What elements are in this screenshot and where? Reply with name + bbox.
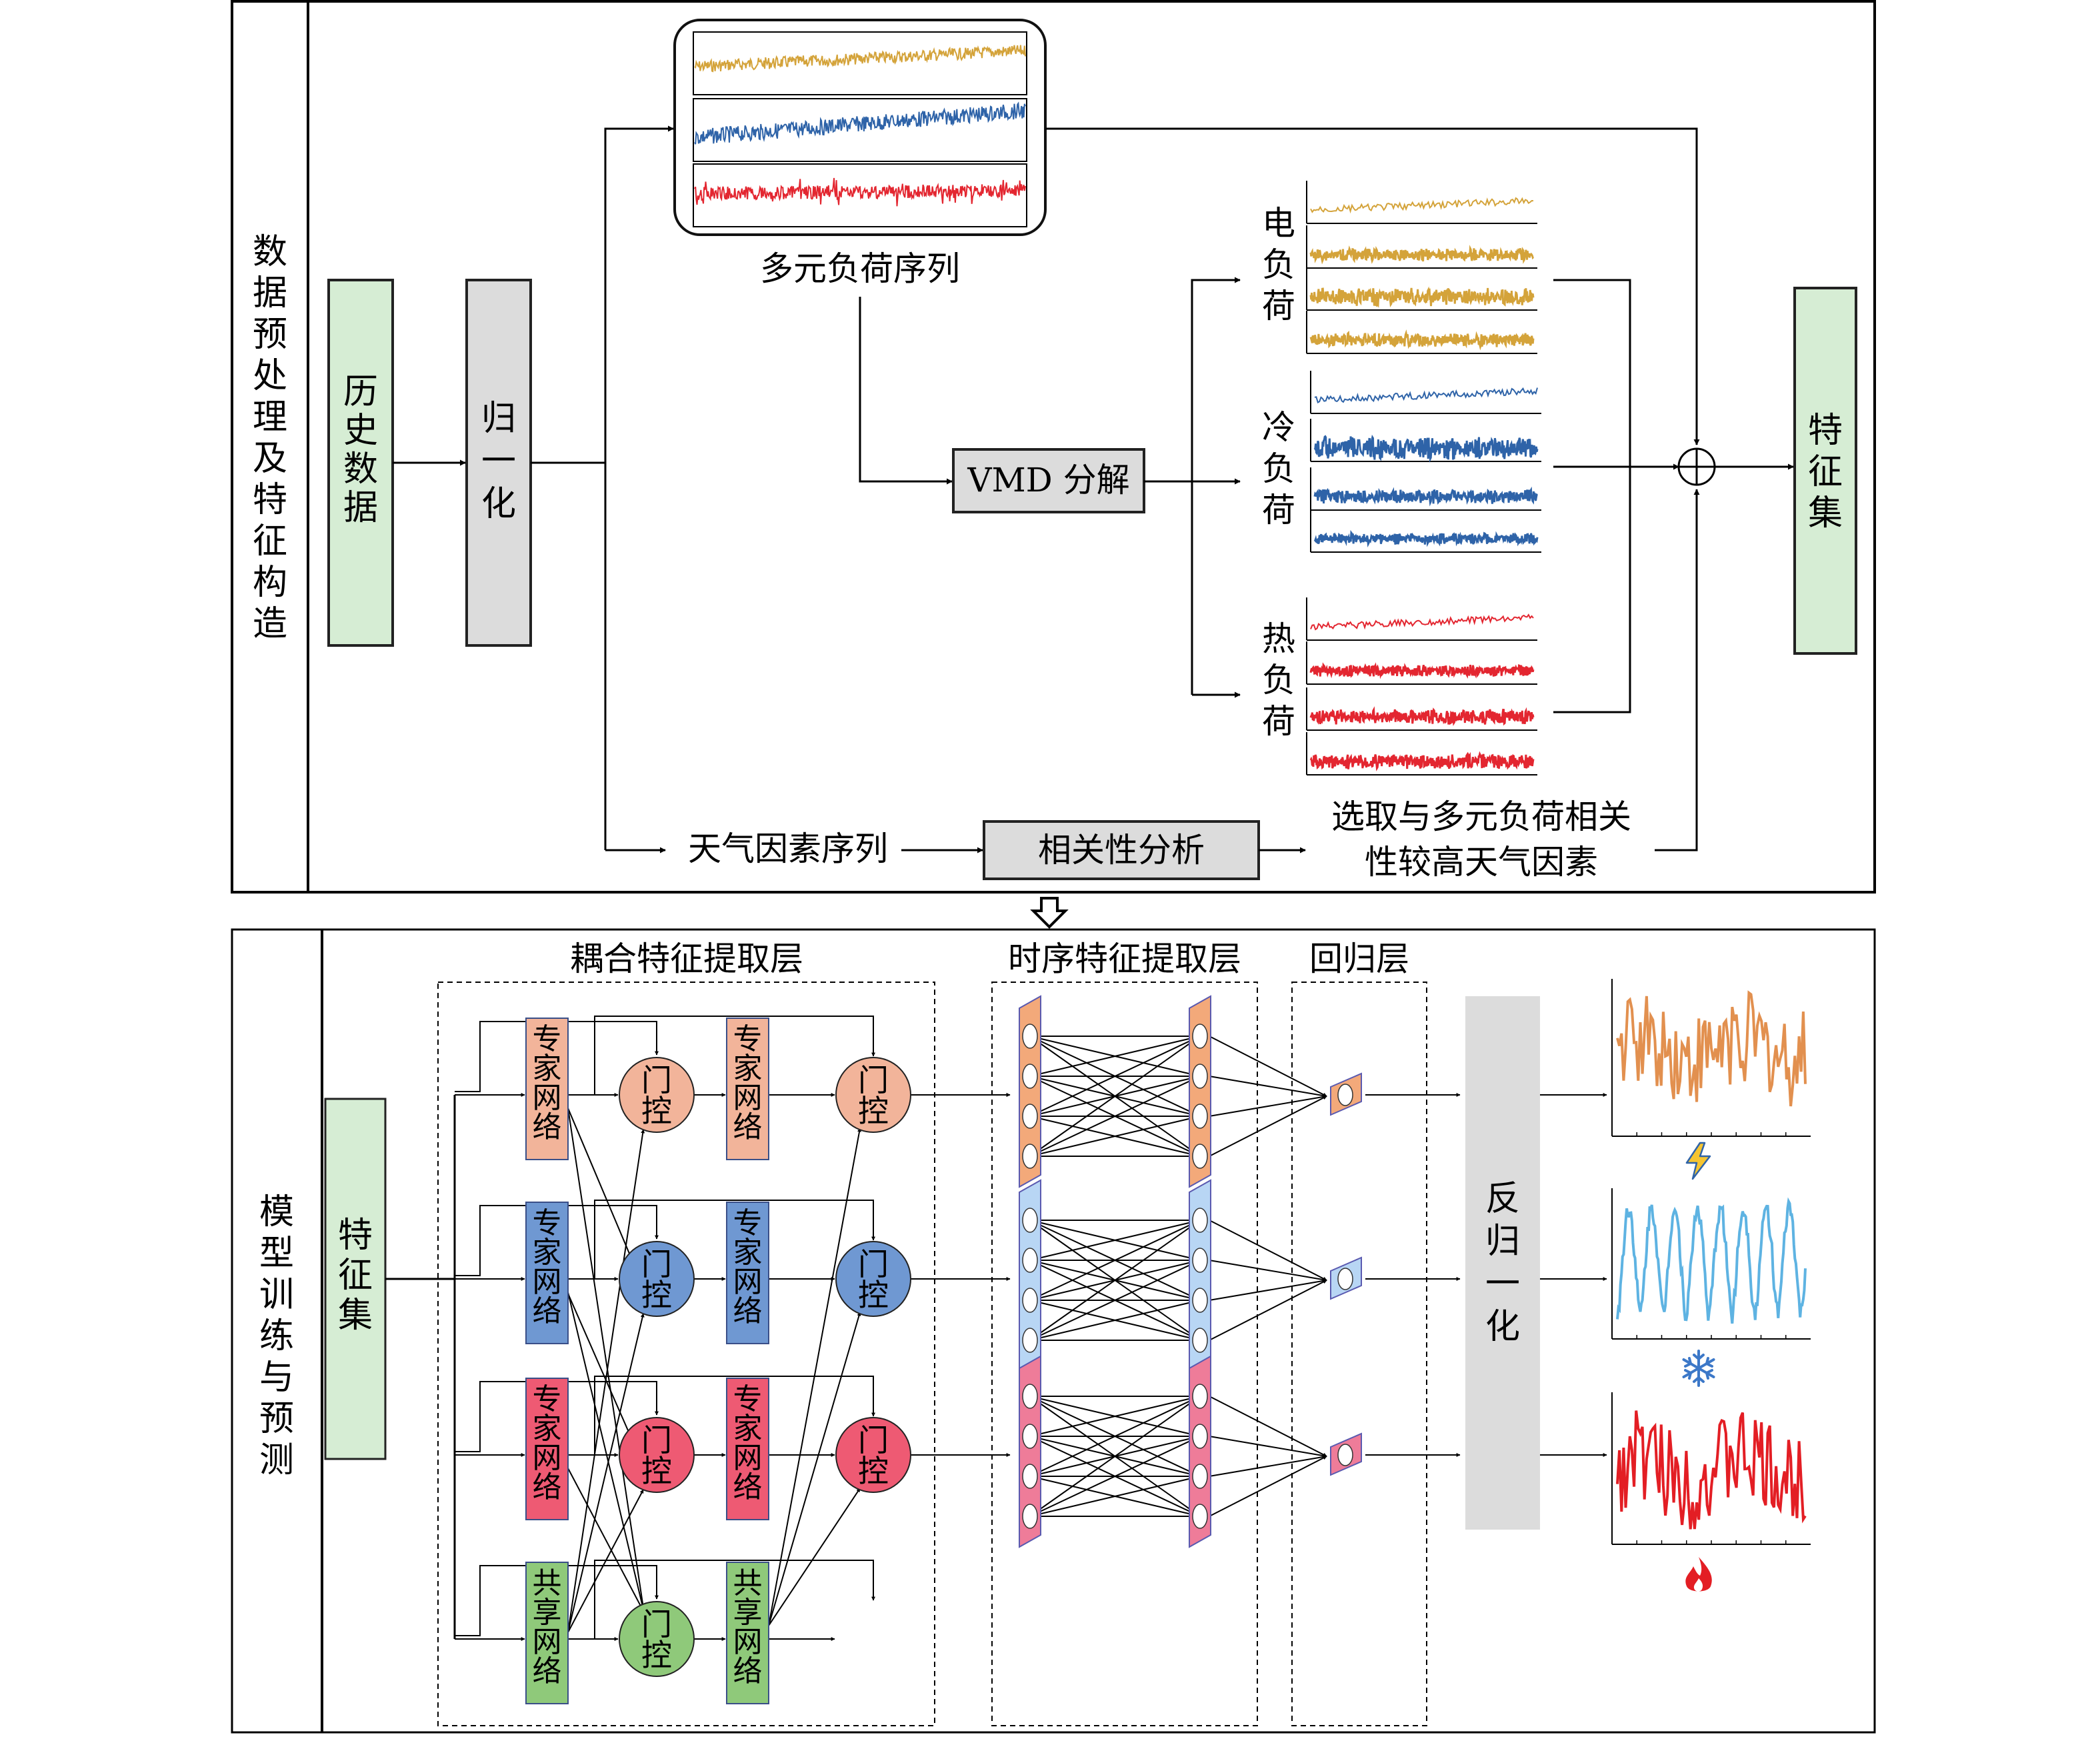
- feature-set-label-bottom: 特征集: [338, 1216, 373, 1336]
- vmd-cool-plots: [1310, 371, 1541, 553]
- weather-selection-line1: 选取与多元负荷相关: [1331, 797, 1631, 836]
- temporal-layer-label: 时序特征提取层: [1008, 940, 1241, 978]
- panel-transition-arrow: [1030, 897, 1069, 929]
- coupled-layer-frame: [437, 982, 935, 1726]
- gate-cool-1-label: 门控: [641, 1246, 672, 1313]
- gate-elec-1: [619, 1057, 695, 1133]
- bottom-panel-frame: [231, 928, 1876, 1734]
- gate-heat-2: [835, 1417, 911, 1493]
- expert-net-cool-2-label: 专家网络: [733, 1206, 763, 1328]
- flame-icon: [1685, 1557, 1712, 1592]
- regression-layer-frame: [1291, 982, 1427, 1726]
- shared-net-1: [525, 1562, 569, 1704]
- heat-load-label: 热负荷: [1262, 619, 1295, 741]
- vmd-label: VMD 分解: [967, 461, 1129, 499]
- feature-set-label-top: 特征集: [1808, 411, 1843, 533]
- gate-cool-1: [619, 1241, 695, 1317]
- weather-selection-line2: 性较高天气因素: [1365, 843, 1598, 882]
- vmd-box: [952, 448, 1145, 513]
- expert-net-elec-2: [726, 1018, 769, 1160]
- gate-cool-2-label: 门控: [858, 1246, 889, 1313]
- gate-heat-1-label: 门控: [641, 1422, 672, 1489]
- expert-net-cool-1: [525, 1202, 569, 1344]
- gate-cool-2: [835, 1241, 911, 1317]
- denormalize-label: 反归一化: [1485, 1179, 1520, 1347]
- multi-load-sequence-box: [673, 19, 1047, 236]
- gate-elec-2: [835, 1057, 911, 1133]
- lightning-icon: [1685, 1142, 1711, 1180]
- history-data-box: [327, 279, 394, 647]
- regression-layer-label: 回归层: [1309, 940, 1409, 978]
- multi-load-sequence-label: 多元负荷序列: [760, 249, 960, 288]
- expert-net-heat-1: [525, 1378, 569, 1520]
- expert-net-elec-1-label: 专家网络: [533, 1022, 562, 1144]
- gate-elec-2-label: 门控: [858, 1062, 889, 1129]
- shared-net-1-label: 共享网络: [533, 1566, 562, 1688]
- sum-operator: [1677, 447, 1716, 486]
- gate-heat-1: [619, 1417, 695, 1493]
- expert-net-heat-1-label: 专家网络: [533, 1382, 562, 1504]
- denormalize-box: [1465, 996, 1540, 1530]
- snowflake-icon: [1682, 1350, 1715, 1387]
- correlation-analysis-label: 相关性分析: [1038, 831, 1205, 870]
- shared-net-2-label: 共享网络: [733, 1566, 763, 1688]
- network-connections: [455, 1016, 1607, 1641]
- expert-net-heat-2: [726, 1378, 769, 1520]
- expert-net-elec-1: [525, 1018, 569, 1160]
- gate-shared: [619, 1601, 695, 1677]
- top-panel-frame: [231, 0, 1876, 894]
- coupled-layer-label: 耦合特征提取层: [570, 940, 803, 978]
- gate-elec-1-label: 门控: [641, 1062, 672, 1129]
- feature-set-box-bottom: [324, 1098, 387, 1460]
- multi-load-plots: [693, 31, 1027, 227]
- shared-net-2: [726, 1562, 769, 1704]
- cool-load-label: 冷负荷: [1262, 408, 1295, 529]
- history-data-label: 历史数据: [343, 372, 378, 528]
- bottom-panel-title: 模型训练与预测: [259, 1192, 294, 1480]
- network-nodes: 专家网络专家网络门控门控专家网络专家网络门控门控专家网络专家网络门控门控共享网络…: [525, 995, 1362, 1704]
- temporal-layer-frame: [991, 982, 1258, 1726]
- expert-net-cool-2: [726, 1202, 769, 1344]
- weather-sequence-label: 天气因素序列: [688, 829, 888, 868]
- feature-set-box-top: [1793, 287, 1857, 655]
- gate-shared-label: 门控: [641, 1606, 672, 1673]
- top-panel-title: 数据预处理及特征构造: [253, 232, 287, 644]
- expert-net-heat-2-label: 专家网络: [733, 1382, 763, 1504]
- elec-load-label: 电负荷: [1262, 204, 1295, 325]
- expert-net-cool-1-label: 专家网络: [533, 1206, 562, 1328]
- vmd-heat-plots: [1306, 597, 1537, 775]
- normalize-label: 归一化: [481, 399, 516, 524]
- vmd-elec-plots: [1306, 181, 1537, 354]
- expert-net-elec-2-label: 专家网络: [733, 1022, 763, 1144]
- gate-heat-2-label: 门控: [858, 1422, 889, 1489]
- output-plots: [1611, 979, 1811, 1545]
